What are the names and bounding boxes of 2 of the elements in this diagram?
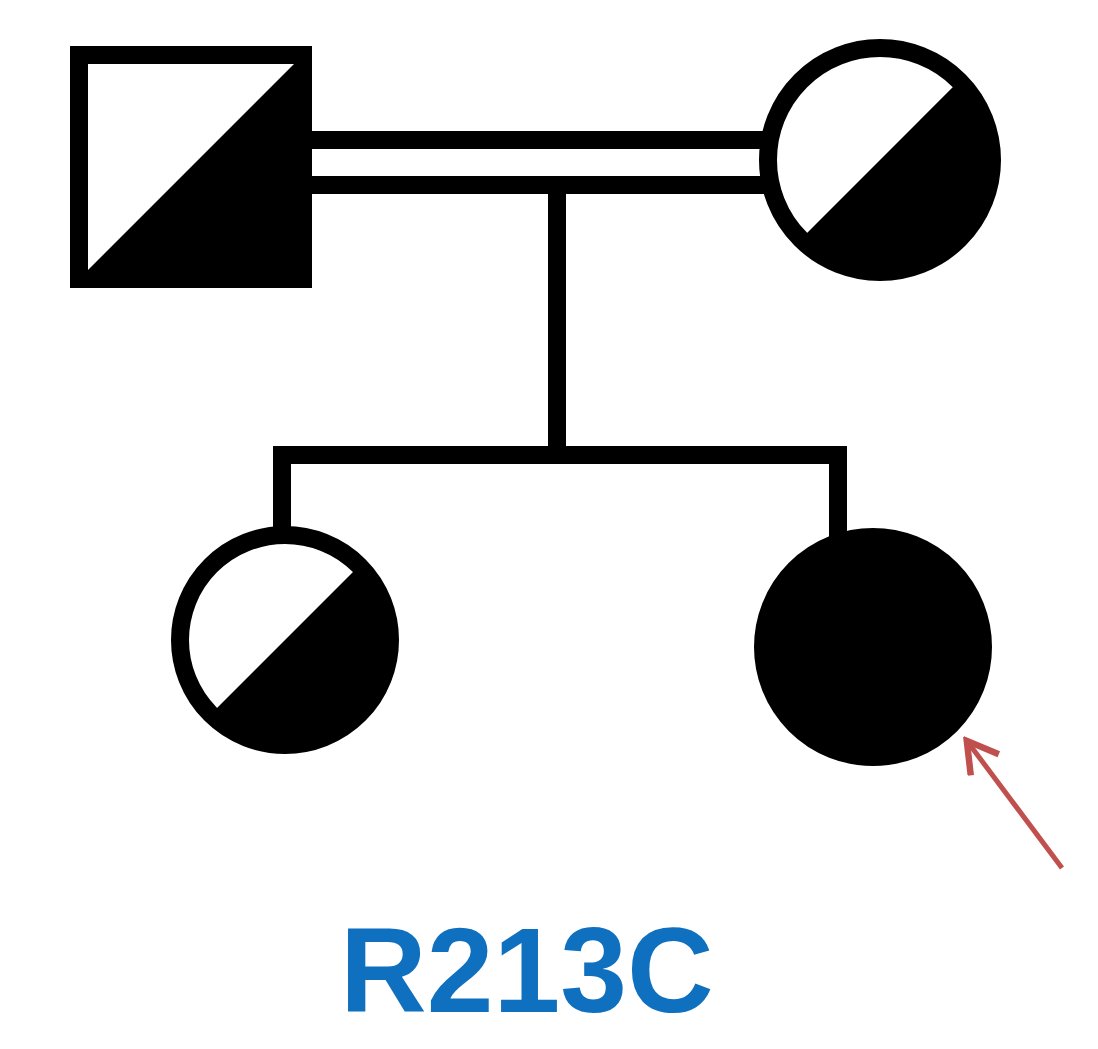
mutation-label: R213C [340,910,714,1030]
proband-arrow [963,737,1064,870]
